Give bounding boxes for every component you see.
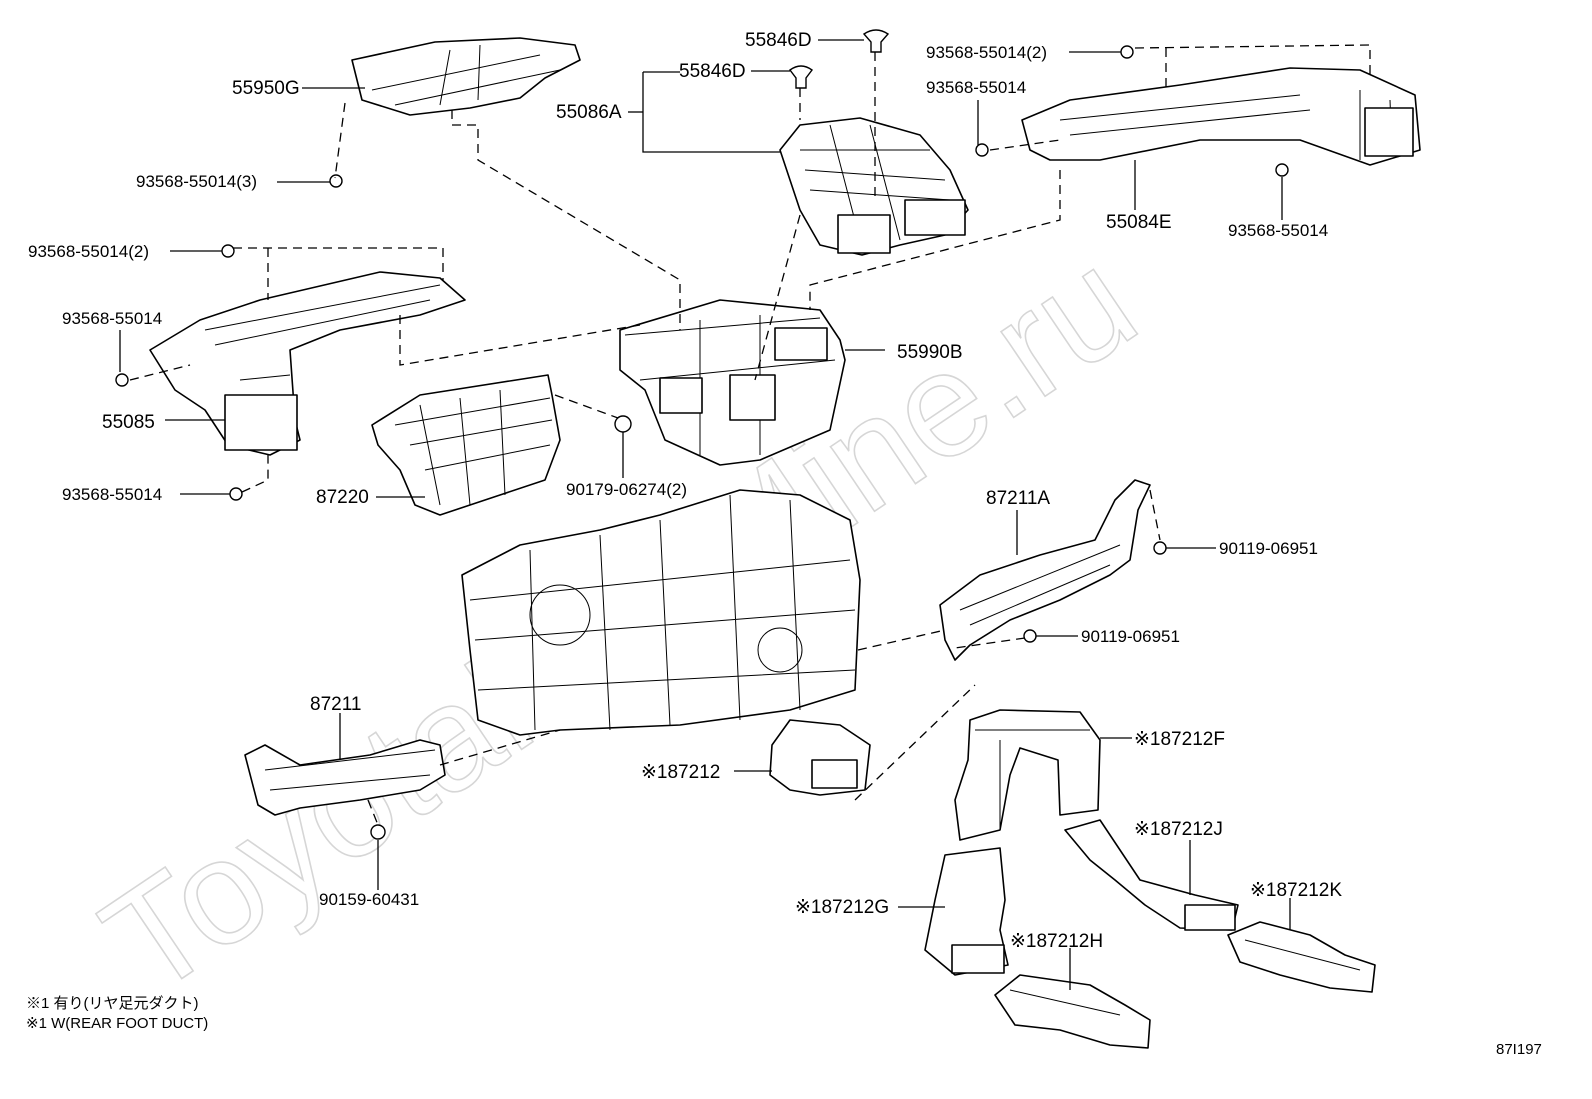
label-55085[interactable]: 55085: [102, 412, 155, 433]
label-87211[interactable]: 87211: [310, 694, 361, 715]
label-90179-06274-2[interactable]: 90179-06274(2): [566, 480, 687, 499]
label-87212H[interactable]: ※187212H: [1010, 931, 1103, 952]
bolt-icon[interactable]: [1153, 541, 1167, 555]
leader-lines: [119, 39, 1291, 990]
bolt-icon[interactable]: [115, 373, 129, 387]
bolt-icon[interactable]: [370, 824, 386, 840]
part-55990B-housing[interactable]: [619, 299, 846, 466]
label-87212K[interactable]: ※187212K: [1250, 880, 1342, 901]
assembly-dashed-lines: [129, 44, 1371, 826]
label-87212G[interactable]: ※187212G: [795, 897, 889, 918]
part-55084E-duct[interactable]: [1021, 67, 1421, 166]
label-55950G[interactable]: 55950G: [232, 78, 300, 99]
label-87212J[interactable]: ※187212J: [1134, 819, 1223, 840]
label-93568-55014-3[interactable]: 93568-55014(3): [136, 172, 257, 191]
label-90119-06951-b[interactable]: 90119-06951: [1081, 627, 1180, 646]
part-55846D-clip-top[interactable]: [862, 29, 890, 53]
part-ac-unit[interactable]: [461, 489, 861, 736]
bolt-icon[interactable]: [229, 487, 243, 501]
label-55846D-top[interactable]: 55846D: [745, 30, 812, 51]
label-55990B[interactable]: 55990B: [897, 342, 963, 363]
diagram-code: 87I197: [1496, 1041, 1542, 1058]
label-87212[interactable]: ※187212: [641, 762, 720, 783]
bolt-icon[interactable]: [221, 244, 235, 258]
part-55950G-shield[interactable]: [351, 37, 581, 116]
label-90119-06951-a[interactable]: 90119-06951: [1219, 539, 1318, 558]
footnote-en: ※1 W(REAR FOOT DUCT): [26, 1015, 209, 1032]
label-87212F[interactable]: ※187212F: [1134, 729, 1225, 750]
part-87212F-duct[interactable]: [954, 709, 1101, 841]
label-93568-55014-r2[interactable]: 93568-55014: [1228, 221, 1328, 240]
part-87211-bracket[interactable]: [244, 739, 446, 816]
part-87220-filter-case[interactable]: [371, 374, 561, 516]
bolt-icon[interactable]: [1120, 45, 1134, 59]
label-55086A[interactable]: 55086A: [556, 102, 622, 123]
part-87212J-duct[interactable]: [1064, 819, 1239, 931]
label-93568-55014-2-left[interactable]: 93568-55014(2): [28, 242, 149, 261]
label-93568-55014-l1[interactable]: 93568-55014: [62, 309, 162, 328]
bolt-icon[interactable]: [1275, 163, 1289, 177]
label-55846D[interactable]: 55846D: [679, 61, 746, 82]
part-55085-duct[interactable]: [149, 271, 466, 456]
part-55086A-duct[interactable]: [779, 117, 969, 256]
part-55846D-clip[interactable]: [789, 65, 813, 89]
bolt-icon[interactable]: [329, 174, 343, 188]
part-87212H-duct[interactable]: [994, 974, 1151, 1049]
part-87212K-duct[interactable]: [1227, 921, 1376, 993]
bolt-icon[interactable]: [975, 143, 989, 157]
label-87220[interactable]: 87220: [316, 487, 369, 508]
part-87212-duct[interactable]: [769, 719, 871, 796]
label-87211A[interactable]: 87211A: [986, 488, 1050, 509]
part-87211A-bracket[interactable]: [939, 479, 1151, 661]
label-93568-55014-2-top[interactable]: 93568-55014(2): [926, 43, 1047, 62]
label-55084E[interactable]: 55084E: [1106, 212, 1172, 233]
part-87212G-duct[interactable]: [924, 847, 1009, 976]
label-90159-60431[interactable]: 90159-60431: [319, 890, 419, 909]
label-93568-55014-r1[interactable]: 93568-55014: [926, 78, 1026, 97]
footnote-jp: ※1 有り(リヤ足元ダクト): [26, 995, 199, 1012]
bolt-icon[interactable]: [1023, 629, 1037, 643]
label-93568-55014-l2[interactable]: 93568-55014: [62, 485, 162, 504]
